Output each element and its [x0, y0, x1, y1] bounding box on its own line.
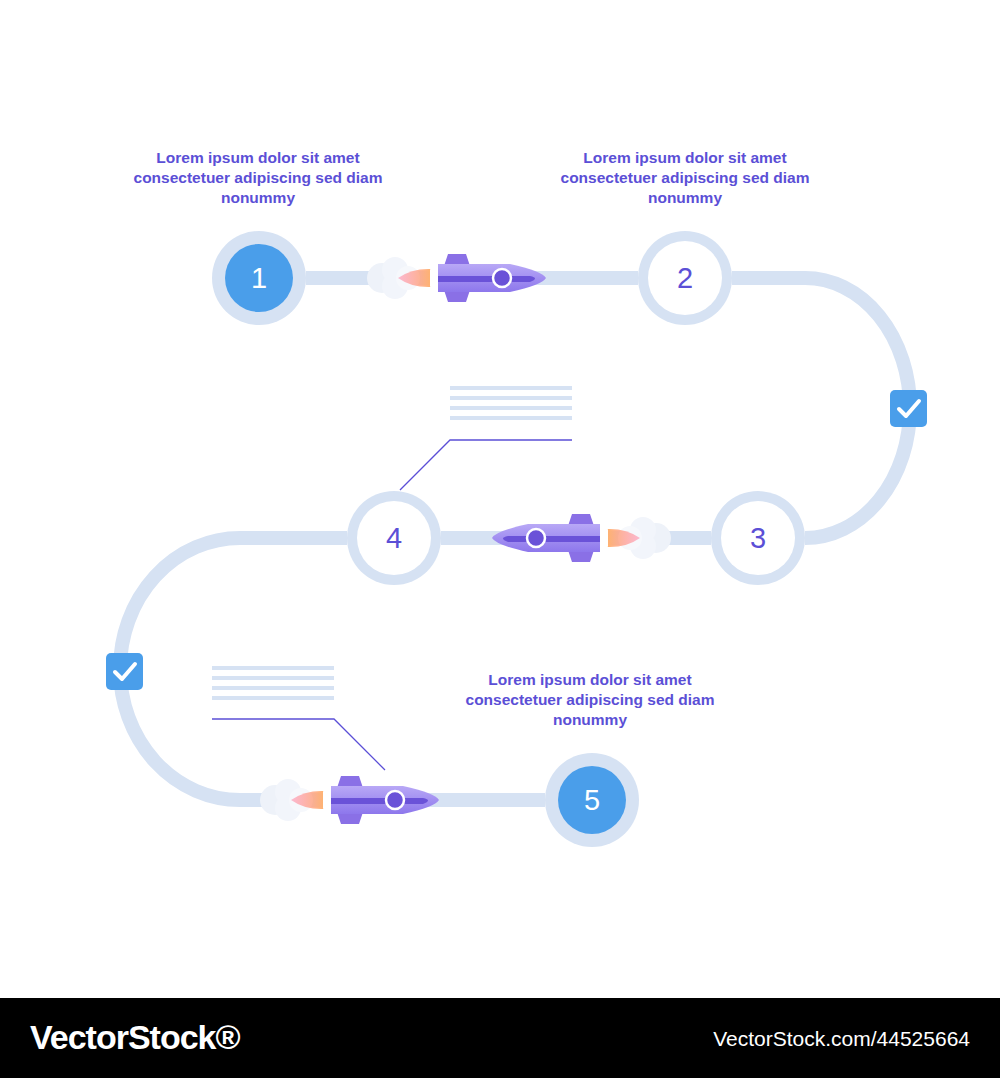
step-circle: 3 [711, 491, 805, 585]
description-text: Lorem ipsum dolor sit amet consectetuer … [445, 670, 735, 730]
step-number: 3 [711, 491, 805, 585]
step-circle: 1 [212, 231, 306, 325]
step-circle: 5 [545, 753, 639, 847]
watermark: VectorStock® [30, 1018, 240, 1057]
step-circle: 2 [638, 231, 732, 325]
leader-line [212, 440, 572, 770]
step-number: 4 [347, 491, 441, 585]
step-number: 2 [638, 231, 732, 325]
watermark: VectorStock.com/44525664 [713, 1027, 970, 1051]
description-text: Lorem ipsum dolor sit amet consectetuer … [113, 148, 403, 208]
check-box [106, 390, 927, 690]
step-number: 1 [212, 231, 306, 325]
text-placeholder [212, 388, 572, 698]
step-circle: 4 [347, 491, 441, 585]
step-number: 5 [545, 753, 639, 847]
description-text: Lorem ipsum dolor sit amet consectetuer … [540, 148, 830, 208]
path-connector [120, 538, 545, 800]
